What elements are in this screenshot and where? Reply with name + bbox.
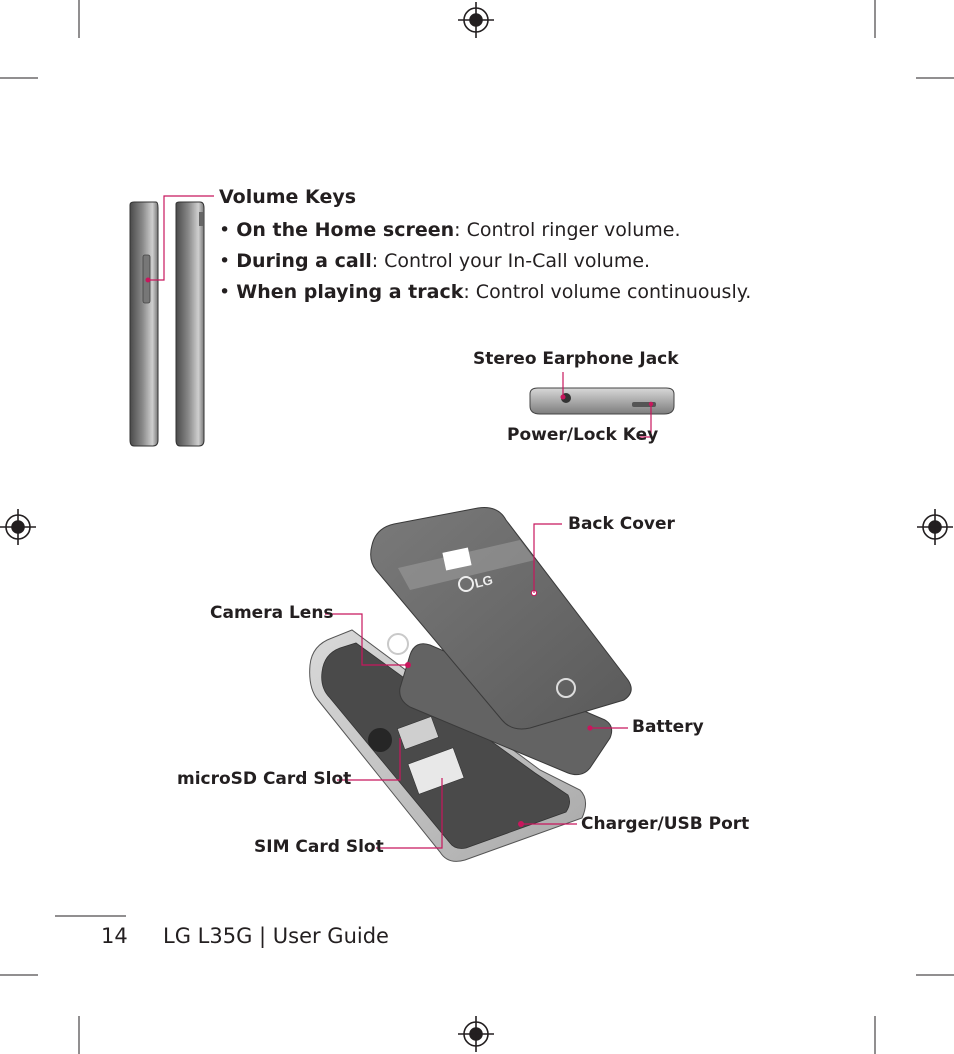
phone-body-back — [309, 629, 586, 862]
bullet-playing-track: • When playing a track: Control volume c… — [219, 281, 752, 303]
registration-mark-bottom — [458, 1016, 494, 1052]
volume-keys-title: Volume Keys — [219, 186, 357, 208]
microsd-slot-shape — [396, 716, 440, 750]
bullet-text: : Control ringer volume. — [454, 219, 681, 241]
page-number: 14 — [101, 924, 128, 948]
svg-text:LG: LG — [473, 572, 494, 591]
phone-top-view — [529, 387, 675, 415]
bullet-text: : Control your In-Call volume. — [371, 250, 651, 272]
label-back-cover: Back Cover — [568, 514, 675, 534]
back-cover-callout — [533, 523, 562, 593]
label-microsd-card-slot: microSD Card Slot — [177, 769, 352, 789]
volume-keys-callout — [148, 195, 214, 281]
registration-mark-left — [0, 509, 36, 545]
back-cover-shape: LG — [370, 507, 632, 730]
bullet-bold: During a call — [236, 250, 372, 272]
label-stereo-earphone-jack: Stereo Earphone Jack — [473, 349, 679, 369]
bullet-bold: When playing a track — [236, 281, 464, 303]
microsd-callout — [337, 738, 401, 781]
power-key-callout — [640, 405, 652, 438]
footer-title: LG L35G | User Guide — [163, 924, 389, 948]
bullet-home-screen: • On the Home screen: Control ringer vol… — [219, 219, 681, 241]
sim-callout — [376, 778, 443, 849]
phone-right-side-view — [175, 201, 205, 447]
label-power-lock-key: Power/Lock Key — [507, 425, 659, 445]
bullet-during-call: • During a call: Control your In-Call vo… — [219, 250, 651, 272]
label-camera-lens: Camera Lens — [210, 603, 334, 623]
bullet-bold: On the Home screen — [236, 219, 455, 241]
registration-mark-top — [458, 2, 494, 38]
label-charger-usb-port: Charger/USB Port — [581, 814, 750, 834]
bullet-text: : Control volume continuously. — [463, 281, 752, 303]
camera-lens-callout — [325, 613, 408, 666]
phone-left-side-view — [129, 201, 159, 447]
registration-mark-right — [917, 509, 953, 545]
label-sim-card-slot: SIM Card Slot — [254, 837, 384, 857]
label-battery: Battery — [632, 717, 704, 737]
